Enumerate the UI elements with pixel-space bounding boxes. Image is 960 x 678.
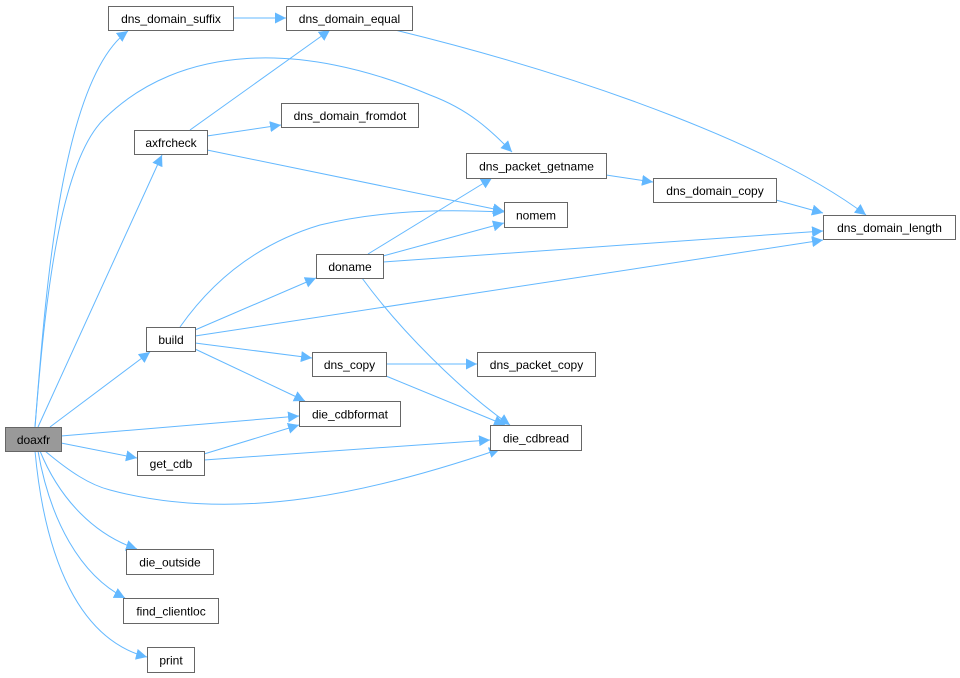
edge-doname-to-dns_domain_length xyxy=(382,226,824,263)
node-get_cdb[interactable]: get_cdb xyxy=(137,451,205,476)
node-box xyxy=(5,427,62,452)
node-label: dns_domain_fromdot xyxy=(294,109,407,123)
node-label: find_clientloc xyxy=(136,605,205,619)
edge-axfrcheck-to-nomem xyxy=(206,149,505,215)
node-find_clientloc[interactable]: find_clientloc xyxy=(123,598,219,624)
edge-doaxfr-to-die_outside xyxy=(39,450,138,551)
node-box xyxy=(286,6,413,31)
edge-doname-to-die_cdbread xyxy=(361,277,511,426)
edge-dns_domain_equal-to-dns_domain_length xyxy=(394,29,867,216)
edge-doaxfr-to-dns_domain_suffix xyxy=(34,30,129,428)
edge-doaxfr-to-dns_packet_getname xyxy=(34,57,513,428)
node-dns_packet_copy[interactable]: dns_packet_copy xyxy=(477,352,596,377)
node-label: print xyxy=(159,654,183,668)
edge-build-to-nomem xyxy=(179,206,505,328)
node-box xyxy=(281,103,419,128)
edge-axfrcheck-to-dns_domain_equal xyxy=(189,29,331,131)
node-die_cdbread[interactable]: die_cdbread xyxy=(490,425,582,451)
node-box xyxy=(126,549,214,575)
node-box xyxy=(477,352,596,377)
node-dns_domain_equal[interactable]: dns_domain_equal xyxy=(286,6,413,31)
edge-dns_domain_copy-to-dns_domain_length xyxy=(775,199,824,216)
node-box xyxy=(146,327,196,352)
node-label: doaxfr xyxy=(17,433,50,447)
edge-doname-to-nomem xyxy=(382,220,505,257)
node-dns_packet_getname[interactable]: dns_packet_getname xyxy=(466,153,607,179)
edge-doaxfr-to-die_cdbformat xyxy=(60,411,300,437)
node-label: die_cdbformat xyxy=(312,408,389,422)
edge-build-to-dns_domain_length xyxy=(194,236,824,337)
node-dns_domain_suffix[interactable]: dns_domain_suffix xyxy=(108,6,234,31)
node-label: build xyxy=(158,333,183,347)
node-label: dns_domain_equal xyxy=(299,12,400,26)
edge-doname-to-dns_packet_getname xyxy=(367,177,493,255)
node-box xyxy=(299,401,401,427)
edge-dns_packet_getname-to-dns_domain_copy xyxy=(605,174,654,186)
node-label: dns_domain_copy xyxy=(666,184,763,198)
edge-get_cdb-to-die_cdbread xyxy=(203,435,491,461)
node-box xyxy=(823,215,956,240)
node-label: get_cdb xyxy=(150,457,193,471)
node-box xyxy=(490,425,582,451)
node-box xyxy=(316,254,384,279)
node-doname[interactable]: doname xyxy=(316,254,384,279)
node-dns_domain_copy[interactable]: dns_domain_copy xyxy=(653,178,777,203)
node-label: nomem xyxy=(516,209,556,223)
node-label: dns_domain_length xyxy=(837,221,942,235)
edge-get_cdb-to-die_cdbformat xyxy=(203,422,300,455)
node-box xyxy=(137,451,205,476)
edge-build-to-dns_copy xyxy=(194,342,313,363)
node-axfrcheck[interactable]: axfrcheck xyxy=(134,130,208,155)
edge-dns_copy-to-die_cdbread xyxy=(385,375,506,426)
node-dns_domain_fromdot[interactable]: dns_domain_fromdot xyxy=(281,103,419,128)
node-label: doname xyxy=(328,260,372,274)
node-label: die_cdbread xyxy=(503,432,569,446)
node-doaxfr[interactable]: doaxfr xyxy=(5,427,62,452)
edge-axfrcheck-to-dns_domain_fromdot xyxy=(206,121,282,137)
node-label: dns_domain_suffix xyxy=(121,12,221,26)
node-dns_domain_length[interactable]: dns_domain_length xyxy=(823,215,956,240)
node-label: die_outside xyxy=(139,556,201,570)
edge-doaxfr-to-axfrcheck xyxy=(37,154,163,428)
edge-doaxfr-to-die_cdbread xyxy=(44,447,501,505)
edge-build-to-die_cdbformat xyxy=(194,348,306,402)
node-box xyxy=(653,178,777,203)
node-label: axfrcheck xyxy=(145,136,197,150)
node-label: dns_packet_copy xyxy=(490,358,583,372)
node-box xyxy=(108,6,234,31)
node-build[interactable]: build xyxy=(146,327,196,352)
edge-build-to-doname xyxy=(194,277,317,331)
node-box xyxy=(312,352,387,377)
edge-doaxfr-to-find_clientloc xyxy=(37,450,126,599)
edge-doaxfr-to-print xyxy=(34,450,148,660)
node-box xyxy=(134,130,208,155)
node-box xyxy=(466,153,607,179)
edge-doaxfr-to-get_cdb xyxy=(60,442,138,462)
node-die_cdbformat[interactable]: die_cdbformat xyxy=(299,401,401,427)
node-label: dns_copy xyxy=(324,358,375,372)
edge-doaxfr-to-build xyxy=(49,351,151,428)
node-nomem[interactable]: nomem xyxy=(504,202,568,228)
node-box xyxy=(147,647,195,673)
node-label: dns_packet_getname xyxy=(479,160,594,174)
node-print[interactable]: print xyxy=(147,647,195,673)
node-box xyxy=(504,202,568,228)
node-dns_copy[interactable]: dns_copy xyxy=(312,352,387,377)
node-box xyxy=(123,598,219,624)
node-die_outside[interactable]: die_outside xyxy=(126,549,214,575)
